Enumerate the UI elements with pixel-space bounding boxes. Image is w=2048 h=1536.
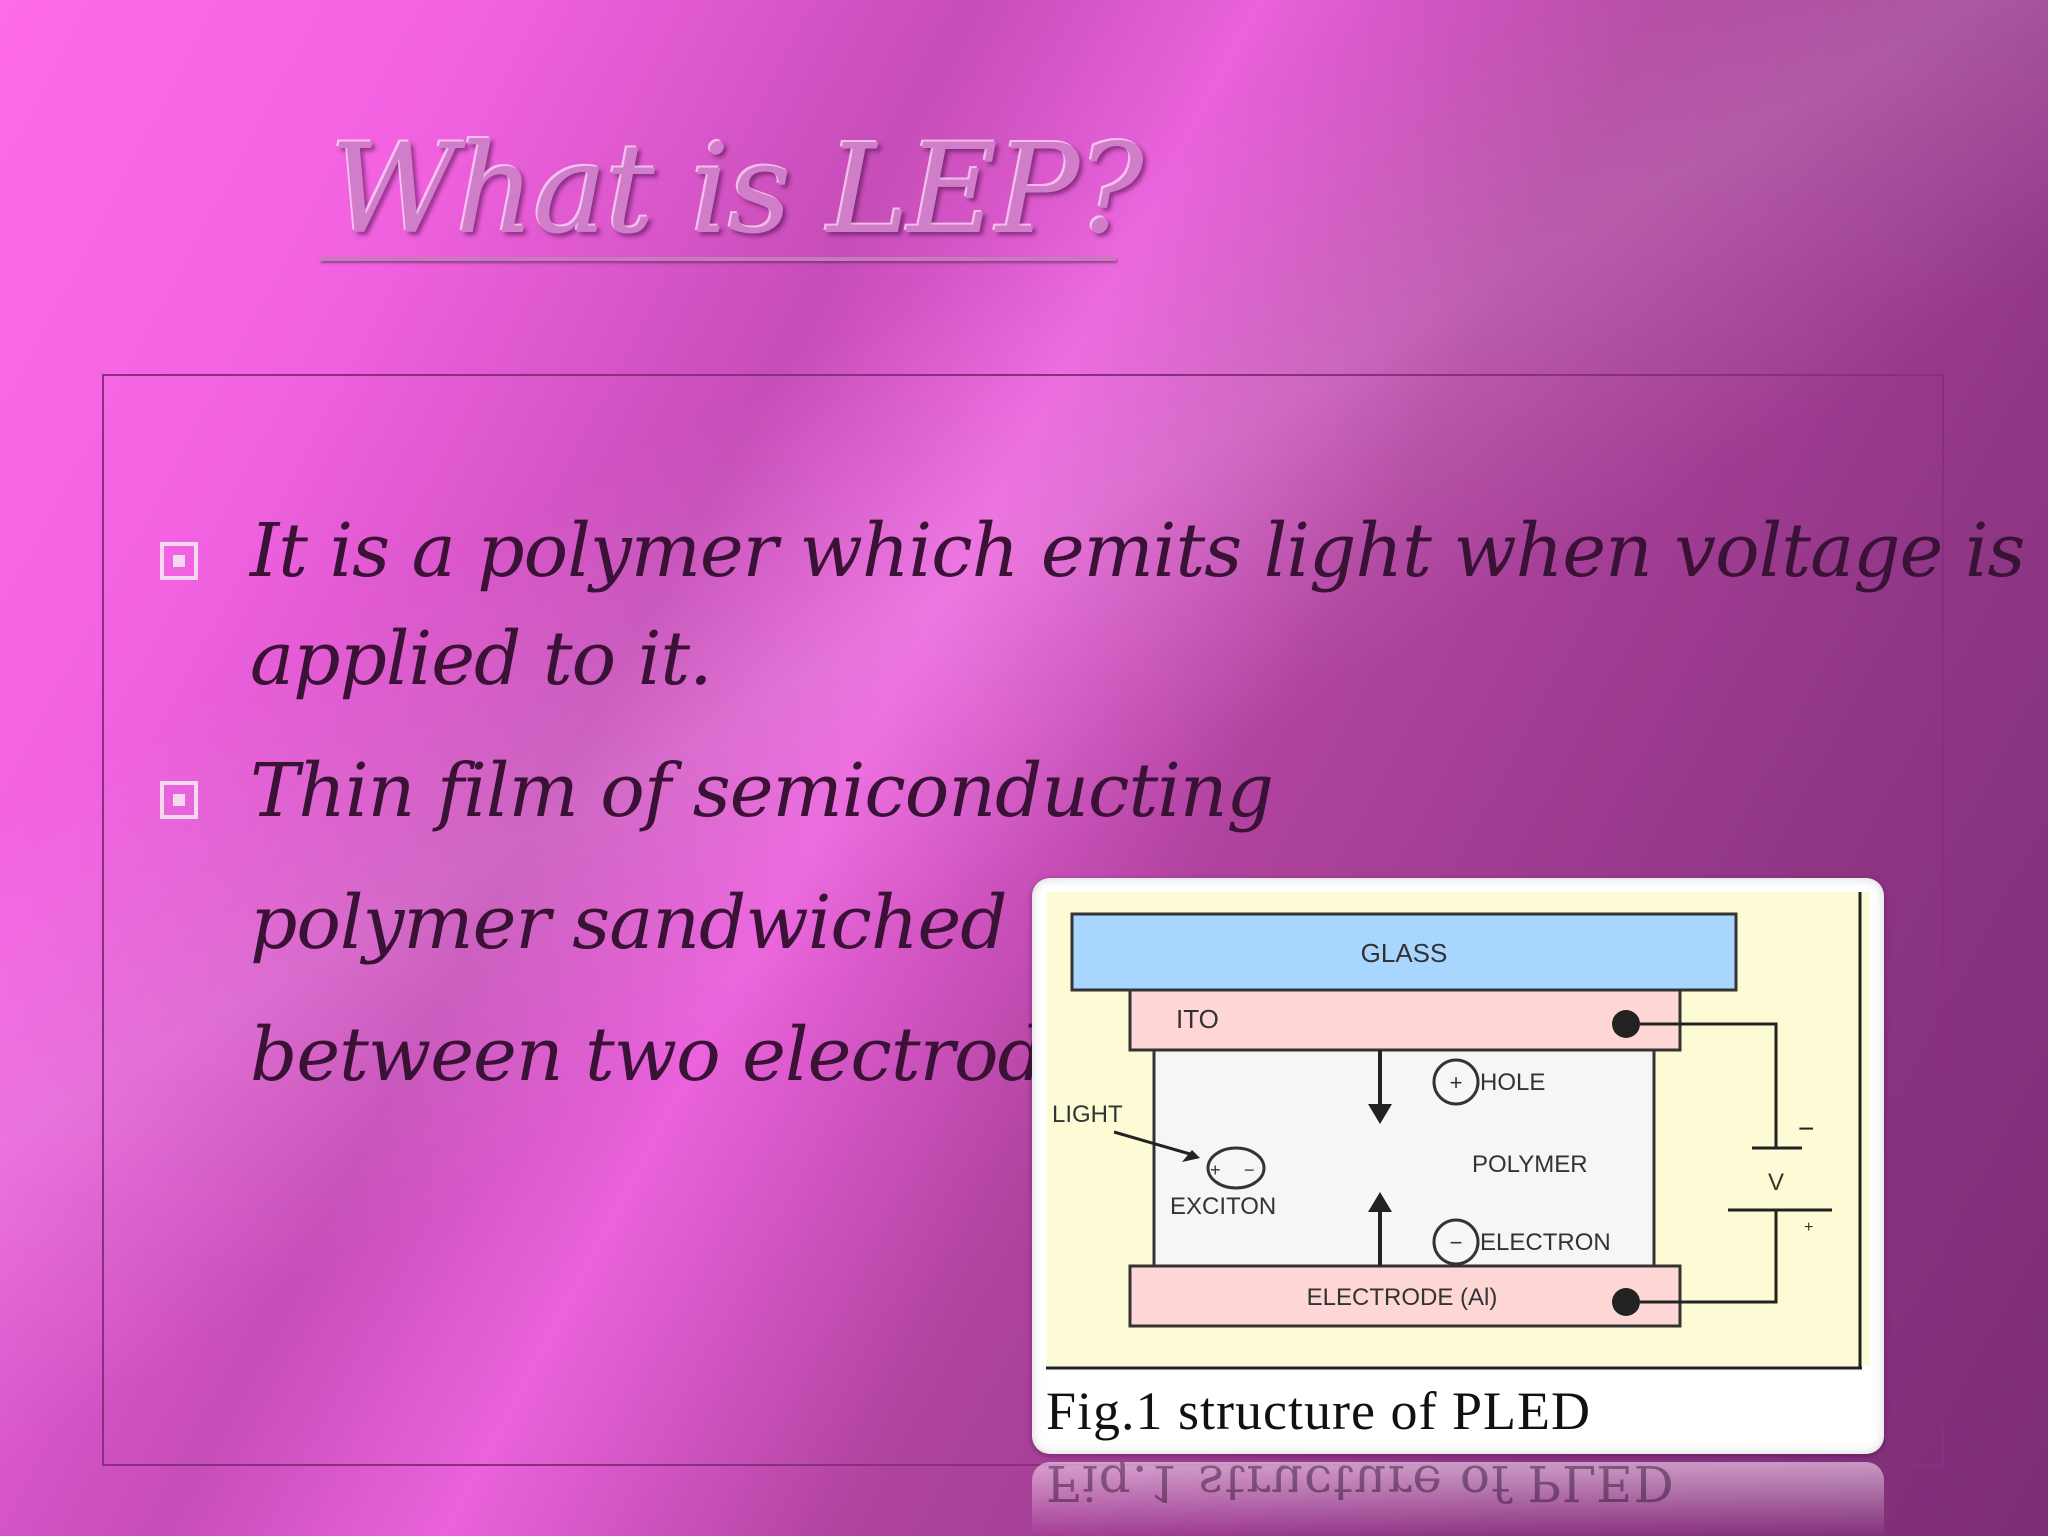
pled-structure-diagram: GLASS ITO ELECTRODE (Al) + HOLE POLYMER …	[1046, 892, 1870, 1370]
down-arrow-icon	[1368, 1104, 1392, 1124]
hole-label: HOLE	[1480, 1069, 1545, 1096]
bullet-2-line-3: between two electrodes.	[250, 1012, 1147, 1098]
electron-minus-sign: −	[1450, 1230, 1463, 1255]
bullet-1-line-1: It is a polymer which emits light when v…	[250, 508, 2026, 594]
circuit-bottom-wire	[1640, 1210, 1778, 1304]
electrode-contact-dot	[1612, 1288, 1640, 1316]
exciton-icon	[1206, 1146, 1266, 1190]
polymer-layer	[1152, 1048, 1656, 1268]
figure-caption: Fig.1 structure of PLED	[1046, 1381, 1591, 1441]
bullet-2-line-1: Thin film of semiconducting	[250, 748, 1274, 834]
electrode-label: ELECTRODE (Al)	[1307, 1284, 1498, 1311]
electron-label: ELECTRON	[1480, 1229, 1611, 1256]
square-bullet-icon	[160, 542, 198, 580]
caption-reflection: Fig.1 structure of PLED	[1046, 1462, 1675, 1512]
square-bullet-icon	[160, 781, 198, 819]
exciton-minus: −	[1244, 1160, 1255, 1180]
polymer-label: POLYMER	[1472, 1151, 1588, 1178]
battery-minus-sign: −	[1798, 1113, 1814, 1144]
light-arrow-line	[1113, 1130, 1191, 1156]
up-arrow-icon	[1368, 1192, 1392, 1212]
figure-reflection: Fig.1 structure of PLED	[1032, 1462, 1884, 1536]
circuit-top-wire	[1640, 1022, 1778, 1148]
voltage-label: V	[1768, 1169, 1784, 1196]
ito-layer	[1128, 988, 1682, 1052]
glass-label: GLASS	[1361, 938, 1448, 968]
ito-label: ITO	[1176, 1004, 1219, 1034]
battery-plus-sign: +	[1804, 1219, 1813, 1236]
bullet-2-line-2: polymer sandwiched	[250, 880, 1008, 966]
electron-charge-icon	[1432, 1218, 1480, 1266]
hole-charge-icon	[1432, 1058, 1480, 1106]
light-label: LIGHT	[1052, 1101, 1123, 1128]
electrode-layer	[1128, 1264, 1682, 1328]
exciton-label: EXCITON	[1170, 1193, 1276, 1220]
exciton-plus: +	[1210, 1160, 1221, 1180]
bullet-1-line-2: applied to it.	[250, 616, 713, 702]
content-placeholder	[102, 374, 1944, 1466]
light-arrow-icon	[1182, 1150, 1200, 1162]
pled-figure: GLASS ITO ELECTRODE (Al) + HOLE POLYMER …	[1032, 878, 1884, 1454]
hole-plus-sign: +	[1450, 1070, 1463, 1095]
slide-title: What is LEP?	[330, 118, 1144, 262]
ito-contact-dot	[1612, 1010, 1640, 1038]
title-underline	[320, 257, 1116, 261]
